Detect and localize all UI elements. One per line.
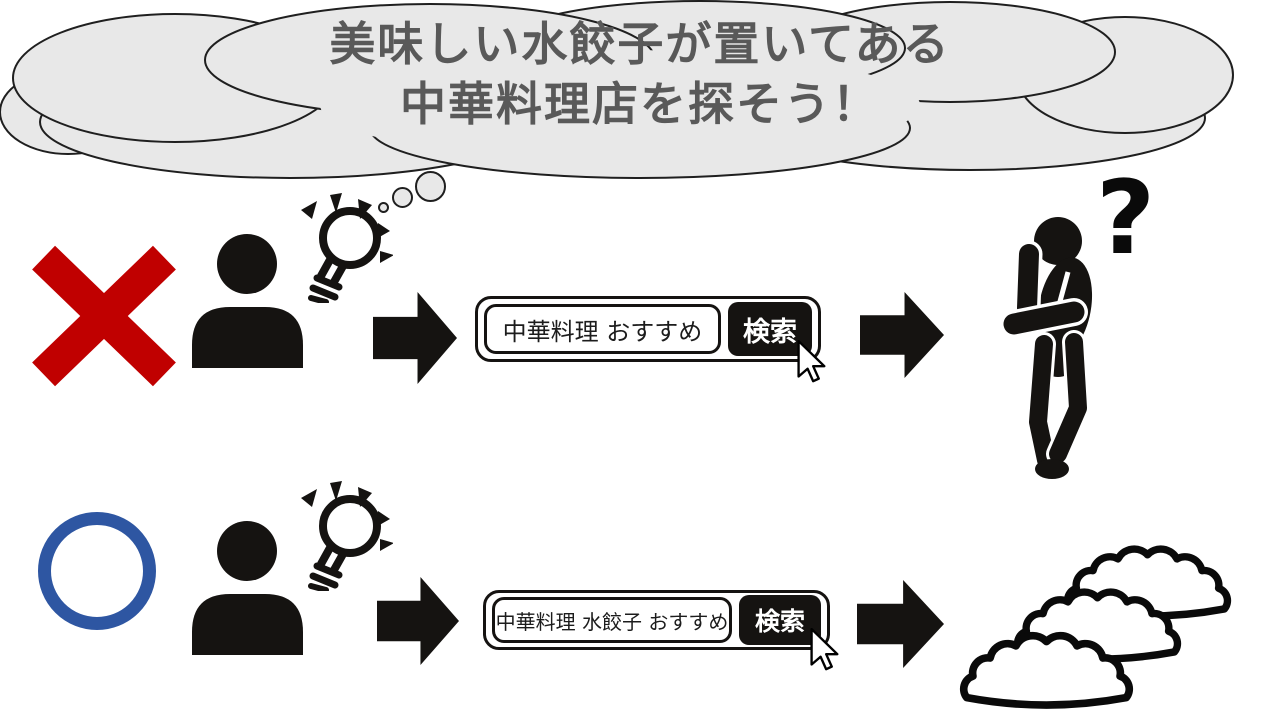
ng-x-icon bbox=[40, 253, 168, 379]
cloud-title-line1: 美味しい水餃子が置いてある bbox=[329, 17, 951, 71]
mouse-cursor-icon bbox=[797, 340, 826, 383]
search-button[interactable]: 検索 bbox=[739, 595, 821, 645]
mouse-cursor-icon bbox=[810, 628, 839, 671]
cloud-title-line2: 中華料理店を探そう！ bbox=[400, 77, 880, 131]
person-icon bbox=[192, 234, 303, 368]
thought-bubble-small bbox=[378, 202, 389, 213]
flow-arrow-icon bbox=[857, 580, 944, 668]
search-bar: 中華料理 おすすめ 検索 bbox=[475, 296, 821, 362]
flow-arrow-icon bbox=[373, 292, 457, 384]
thinking-person-icon bbox=[1002, 217, 1093, 479]
thought-bubble-medium bbox=[392, 187, 413, 208]
ok-circle-icon bbox=[38, 512, 156, 630]
question-mark: ? bbox=[1096, 159, 1156, 278]
thought-cloud bbox=[0, 0, 1234, 179]
search-bar: 中華料理 水餃子 おすすめ 検索 bbox=[483, 590, 830, 650]
cloud-title: 美味しい水餃子が置いてある 中華料理店を探そう！ bbox=[0, 14, 1280, 134]
thought-bubble-large bbox=[415, 171, 446, 202]
person-icon bbox=[192, 521, 303, 655]
flow-arrow-icon bbox=[860, 292, 944, 378]
gyoza-dumplings-icon bbox=[959, 545, 1232, 709]
lightbulb-idea-icon bbox=[301, 193, 393, 303]
lightbulb-idea-icon bbox=[301, 481, 393, 591]
search-input[interactable]: 中華料理 水餃子 おすすめ bbox=[492, 597, 732, 643]
search-input[interactable]: 中華料理 おすすめ bbox=[484, 304, 721, 354]
